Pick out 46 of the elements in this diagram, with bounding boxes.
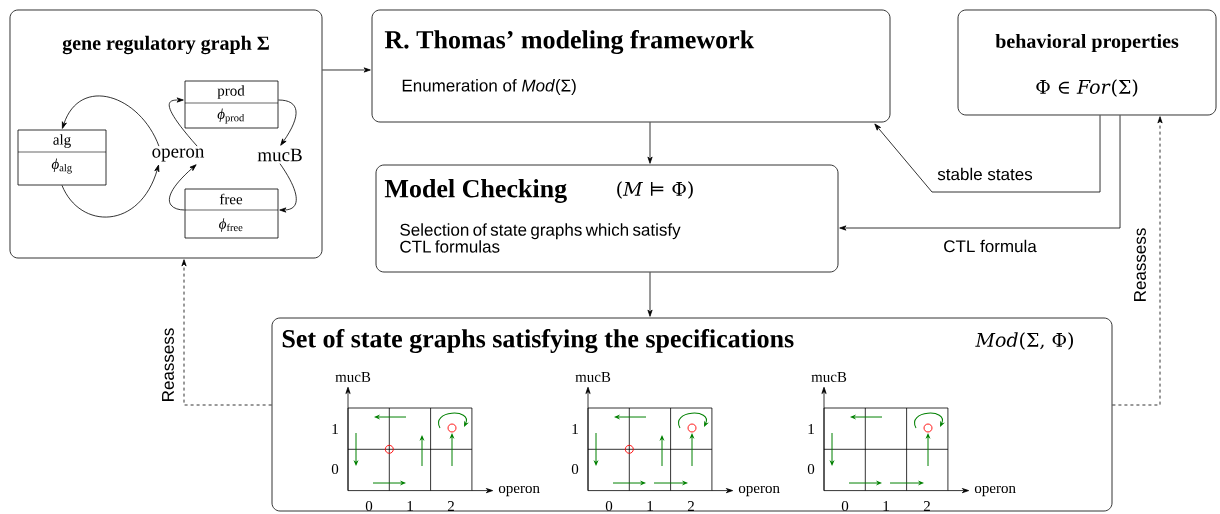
axis-label: operon: [738, 485, 780, 497]
variable-box: alg ϕ$_{alg}$: [17, 129, 107, 186]
axis-label: operon: [498, 485, 540, 497]
tick-label: 0: [605, 500, 613, 512]
arrow: [168, 97, 198, 147]
framework-box: R. Thomas’ modeling framework Enumeration of Mod(Σ): [371, 9, 891, 123]
variable-box: free ϕ$_{free}$: [184, 188, 279, 239]
arrow: [322, 67, 371, 73]
tick-label: 1: [647, 501, 653, 511]
tick-label: 1: [332, 424, 338, 434]
gene-label: operon: [152, 148, 205, 162]
tick-label: 1: [883, 501, 889, 511]
edge-label: Reassess: [160, 325, 176, 405]
tick-label: 2: [687, 501, 694, 511]
arrow: [647, 122, 653, 164]
variable-box: prod ϕ$_{prod}$: [184, 80, 279, 129]
edge-label: stable states: [935, 165, 1035, 183]
gene-label: mucB: [257, 148, 302, 162]
arrow: [61, 95, 160, 147]
tick-label: 2: [923, 501, 930, 511]
axis-label: mucB: [575, 372, 611, 382]
axis-label: operon: [974, 485, 1016, 497]
tick-label: 0: [571, 463, 579, 475]
tick-label: 1: [808, 424, 814, 434]
tick-label: 0: [365, 500, 373, 512]
axis-label: mucB: [335, 372, 371, 382]
tick-label: 1: [407, 501, 413, 511]
tick-label: 2: [447, 501, 454, 511]
arrow: [279, 163, 297, 213]
arrow: [839, 115, 1121, 231]
tick-label: 0: [807, 463, 815, 475]
arrow: [278, 99, 297, 146]
edge-label: CTL formula: [941, 237, 1039, 255]
tick-label: 0: [331, 463, 339, 475]
properties-box: behavioral properties Φ ∈ For(Σ): [957, 9, 1217, 116]
arrow: [181, 259, 272, 406]
axis-label: mucB: [811, 372, 847, 382]
tick-label: 1: [572, 424, 578, 434]
model-checking-box: Model Checking (M ⊨ Φ) Selection of state graphs which satisfy CTL formulas: [375, 164, 839, 273]
arrow: [1112, 116, 1163, 406]
arrow: [647, 272, 653, 317]
edge-label: Reassess: [1132, 225, 1148, 305]
arrow: [169, 164, 197, 211]
tick-label: 0: [841, 500, 849, 512]
arrow: [61, 164, 160, 218]
arrow: [874, 115, 1101, 193]
